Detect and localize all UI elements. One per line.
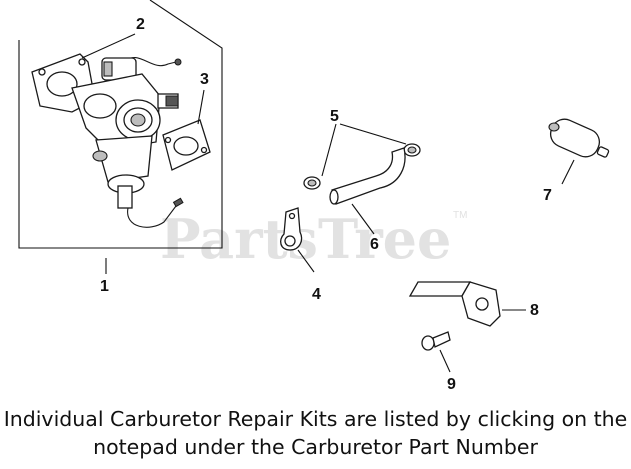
callout-7[interactable]: 7	[543, 187, 552, 204]
callout-2[interactable]: 2	[136, 16, 145, 33]
leader-5a	[321, 123, 337, 177]
leader-2	[81, 33, 136, 59]
caption-line-2: notepad under the Carburetor Part Number	[93, 435, 538, 459]
caption: Individual Carburetor Repair Kits are li…	[0, 405, 631, 461]
part-4-clip[interactable]	[279, 207, 303, 251]
parts-diagram: PartsTree TM	[18, 0, 610, 393]
part-5-clamps[interactable]	[303, 143, 421, 190]
callout-8[interactable]: 8	[530, 302, 539, 319]
watermark-trademark: TM	[453, 210, 467, 221]
leader-6	[351, 203, 375, 235]
callout-5[interactable]: 5	[330, 108, 339, 125]
part-1-carburetor[interactable]	[71, 56, 184, 228]
callout-4[interactable]: 4	[312, 286, 321, 303]
part-7-filter[interactable]	[546, 115, 610, 161]
assembly-bracket	[18, 0, 223, 249]
leader-7	[561, 159, 575, 185]
leader-4	[297, 249, 315, 273]
leader-3	[197, 89, 205, 125]
part-9-screw[interactable]	[421, 331, 451, 351]
callout-1[interactable]: 1	[100, 278, 109, 295]
part-6-hose[interactable]	[329, 147, 406, 205]
caption-line-1: Individual Carburetor Repair Kits are li…	[3, 407, 628, 431]
part-8-bracket[interactable]	[408, 281, 501, 327]
callout-6[interactable]: 6	[370, 236, 379, 253]
part-3-gasket[interactable]	[162, 119, 211, 171]
leader-5b	[339, 123, 407, 145]
callout-9[interactable]: 9	[447, 376, 456, 393]
leader-9	[439, 349, 451, 373]
callout-3[interactable]: 3	[200, 71, 209, 88]
